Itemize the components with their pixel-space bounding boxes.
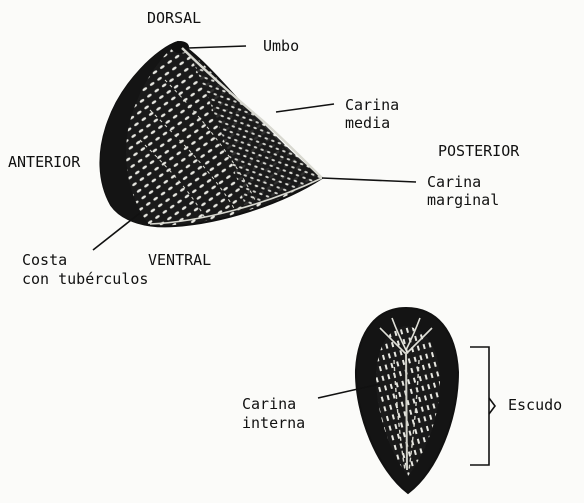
escudo-brace-tip bbox=[489, 398, 495, 414]
label-carina-marginal-2: marginal bbox=[427, 191, 499, 209]
label-carina-marginal-1: Carina bbox=[427, 173, 481, 191]
label-carina-interna-2: interna bbox=[242, 414, 305, 432]
label-costa-1: Costa bbox=[22, 251, 67, 269]
posterior-shell-illustration bbox=[356, 308, 458, 493]
umbo-leader bbox=[188, 46, 246, 48]
label-carina-media-2: media bbox=[345, 114, 390, 132]
label-escudo: Escudo bbox=[508, 396, 562, 414]
costa-leader bbox=[93, 213, 140, 250]
label-umbo: Umbo bbox=[263, 37, 299, 55]
label-costa-2: con tubérculos bbox=[22, 270, 148, 288]
escudo-bracket bbox=[470, 347, 489, 465]
label-posterior: POSTERIOR bbox=[438, 142, 520, 160]
label-anterior: ANTERIOR bbox=[8, 153, 81, 171]
carina-media-leader bbox=[276, 104, 334, 112]
label-dorsal: DORSAL bbox=[147, 9, 201, 27]
lateral-shell-illustration bbox=[100, 41, 322, 226]
label-ventral: VENTRAL bbox=[148, 251, 211, 269]
label-carina-media-1: Carina bbox=[345, 96, 399, 114]
label-carina-interna-1: Carina bbox=[242, 395, 296, 413]
carina-marginal-leader bbox=[322, 178, 416, 182]
labels: DORSAL Umbo Carina media ANTERIOR POSTER… bbox=[8, 9, 562, 432]
carina-interna-line bbox=[406, 352, 407, 470]
